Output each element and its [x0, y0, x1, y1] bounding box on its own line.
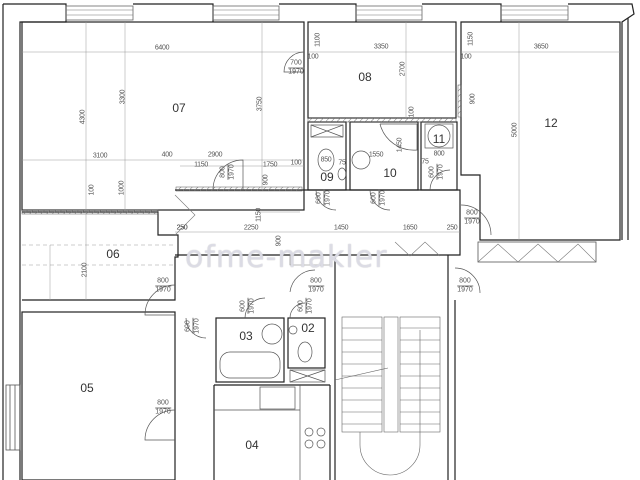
dimension-label: 1450 [333, 224, 349, 232]
staircase [334, 316, 441, 476]
dimension-label: 1550 [368, 151, 384, 159]
dimension-label: 4300 [79, 109, 87, 125]
hatched-wall [307, 117, 457, 123]
door-height: 1970 [288, 67, 304, 76]
dimension-label: 1150 [467, 32, 475, 46]
dimension-label: 1150 [194, 161, 208, 169]
dimension-label: 100 [460, 53, 472, 61]
dimension-label: 900 [469, 93, 477, 105]
dimension-label: 250 [176, 224, 188, 232]
room-label-09: 09 [320, 170, 334, 184]
fixtures [214, 123, 454, 480]
room-label-03: 03 [239, 329, 253, 343]
door-swings [144, 51, 492, 441]
dimension-label: 900 [262, 174, 270, 186]
door-width: 600 [370, 192, 378, 204]
door-height: 1970 [155, 407, 171, 416]
dimension-label: 900 [275, 235, 283, 247]
door-height: 1970 [155, 285, 171, 294]
dimension-label: 850 [320, 156, 332, 164]
dimension-label: 5000 [511, 122, 519, 138]
dimension-lines [22, 22, 620, 300]
door-width: 600 [297, 300, 305, 312]
dimension-label: 400 [161, 151, 173, 159]
door-height: 1970 [436, 164, 446, 180]
door-width: 700 [290, 59, 302, 67]
door-width: 600 [315, 192, 323, 204]
dimension-label: 75 [338, 159, 346, 167]
dimension-label: 100 [408, 106, 416, 118]
dimension-label: 6400 [154, 44, 170, 52]
door-width: 600 [239, 300, 247, 312]
door-height: 1970 [464, 217, 480, 226]
dimension-label: 250 [176, 224, 188, 232]
dimension-label: 250 [446, 224, 458, 232]
dimension-label: 2250 [243, 224, 259, 232]
dimension-label: 2100 [81, 262, 89, 278]
wardrobe-cross-marks [174, 194, 597, 266]
dimension-label: 3100 [92, 152, 108, 160]
door-width: 600 [428, 166, 436, 178]
dimension-label: 100 [290, 159, 302, 167]
dimension-label: 800 [433, 150, 445, 158]
hatched-wall [175, 186, 303, 192]
door-height: 1970 [305, 298, 315, 314]
door-width: 800 [157, 399, 169, 407]
room-label-12: 12 [544, 116, 558, 130]
room-label-07: 07 [172, 101, 186, 115]
door-width: 800 [310, 277, 322, 285]
hatched-wall [457, 84, 462, 118]
dimension-label: 100 [88, 184, 96, 196]
dimension-label: 2900 [207, 151, 223, 159]
room-label-11: 11 [432, 132, 446, 146]
door-height: 1970 [323, 190, 333, 206]
door-width: 800 [466, 209, 478, 217]
room-label-05: 05 [80, 381, 94, 395]
dimension-label: 1750 [262, 161, 278, 169]
door-height: 1970 [378, 190, 388, 206]
door-width: 800 [459, 277, 471, 285]
dimension-label: 2700 [399, 61, 407, 77]
door-height: 1970 [457, 285, 473, 294]
door-width: 800 [157, 277, 169, 285]
dimension-label: 3350 [373, 43, 389, 51]
hatched-wall [21, 209, 159, 215]
dimension-label: 1100 [314, 33, 322, 47]
door-height: 1970 [227, 164, 237, 180]
balcony-window [5, 384, 21, 451]
door-width: 800 [219, 166, 227, 178]
room-label-02: 02 [301, 321, 315, 335]
dimension-label: 3650 [533, 43, 549, 51]
room-label-04: 04 [245, 438, 259, 452]
door-width: 600 [184, 320, 192, 332]
dimension-label: 3300 [119, 89, 127, 105]
dimension-label: 1650 [402, 224, 418, 232]
door-height: 1970 [247, 298, 257, 314]
room-label-06: 06 [106, 247, 120, 261]
built-in-wardrobe [477, 241, 597, 263]
door-height: 1970 [308, 285, 324, 294]
dimension-label: 1150 [255, 208, 263, 222]
door-height: 1970 [192, 318, 202, 334]
dimension-label: 1450 [396, 137, 404, 153]
dimension-label: 75 [421, 158, 429, 166]
dimension-label: 1000 [118, 180, 126, 196]
room-label-08: 08 [358, 70, 372, 84]
room-label-10: 10 [383, 166, 397, 180]
dimension-label: 100 [307, 53, 319, 61]
dimension-label: 3750 [256, 96, 264, 112]
